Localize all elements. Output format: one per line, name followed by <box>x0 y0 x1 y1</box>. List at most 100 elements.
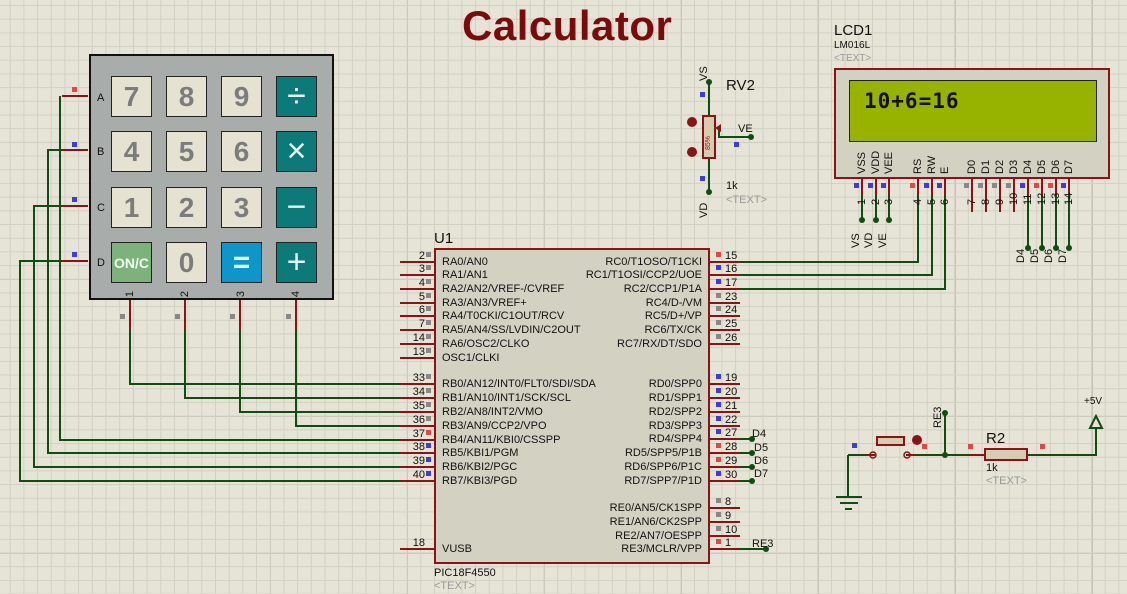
pin-number: 3 <box>418 263 425 275</box>
lcd-pin-name: D1 <box>980 159 992 174</box>
pin-number: 37 <box>412 428 425 440</box>
pin-name: RA5/AN4/SS/LVDIN/C2OUT <box>442 324 581 336</box>
pin-name: RB6/KBI2/PGC <box>442 461 518 473</box>
pin-number: 10 <box>725 524 738 536</box>
pin-name: RE2/AN7/OESPP <box>615 530 702 542</box>
net-label-d5: D5 <box>754 442 769 454</box>
u1-text: <TEXT> <box>434 580 475 592</box>
pin-number: 2 <box>418 250 425 262</box>
pin-name: RB1/AN10/INT1/SCK/SCL <box>442 392 571 404</box>
row-label: D <box>97 257 105 269</box>
pin-name: RC4/D-/VM <box>645 297 702 309</box>
power-arrow-icon <box>1088 413 1104 429</box>
lcd-pin-name: VSS <box>856 151 868 174</box>
pin-name: RA0/AN0 <box>442 256 488 268</box>
pin-name: RB4/AN11/KBI0/CSSPP <box>442 434 561 446</box>
pin-name: RD3/SPP3 <box>648 420 702 432</box>
net-label-ve: VE <box>877 233 889 248</box>
key-multiply[interactable]: × <box>276 131 317 172</box>
net-label-d4: D4 <box>1015 248 1027 263</box>
pin-name: RC7/RX/DT/SDO <box>617 338 702 350</box>
pin-number: 26 <box>725 332 738 344</box>
decrement-icon <box>687 147 697 157</box>
key-divide[interactable]: ÷ <box>276 76 317 117</box>
r2-ref: R2 <box>986 430 1006 447</box>
rv2-value: 1k <box>726 180 738 192</box>
key-on-clear[interactable]: ON/C <box>111 242 152 283</box>
pin-number: 40 <box>412 469 425 481</box>
pin-name: RA1/AN1 <box>442 269 488 281</box>
keypad[interactable]: A B C D 1 2 3 4 7 8 9 ÷ 4 5 6 × 1 2 3 − … <box>89 54 334 300</box>
pin-name: RA3/AN3/VREF+ <box>442 297 527 309</box>
net-label-vd: VD <box>698 202 710 218</box>
lcd-pin-number: 5 <box>926 198 938 205</box>
pin-number: 1 <box>725 537 732 549</box>
lcd-display[interactable]: 10+6=16 <box>834 68 1110 179</box>
pin-number: 14 <box>412 332 425 344</box>
net-label-d7: D7 <box>754 468 769 480</box>
pin-number: 13 <box>412 346 425 358</box>
pin-number: 20 <box>725 386 738 398</box>
u1-part: PIC18F4550 <box>434 567 496 579</box>
key-minus[interactable]: − <box>276 187 317 228</box>
net-label-d6: D6 <box>1043 248 1055 263</box>
pin-state-marker <box>72 197 77 202</box>
lcd-pin-name: RS <box>912 158 924 174</box>
pin-name: RE0/AN5/CK1SPP <box>609 502 702 514</box>
pin-name: OSC1/CLKI <box>442 352 500 364</box>
key-equals[interactable]: = <box>221 242 262 283</box>
net-label-vd: VD <box>863 232 875 248</box>
pin-state-marker <box>120 314 125 319</box>
key-1[interactable]: 1 <box>111 187 152 228</box>
lcd-pin-name: RW <box>926 155 938 174</box>
pin-number: 18 <box>412 537 425 549</box>
rv2-ref: RV2 <box>726 77 755 94</box>
pin-name: RC1/T1OSI/CCP2/UOE <box>585 269 702 281</box>
schematic-title: Calculator <box>462 2 673 49</box>
key-9[interactable]: 9 <box>221 76 262 117</box>
pin-number: 7 <box>418 318 425 330</box>
pin-state-marker <box>72 142 77 147</box>
pin-state-marker <box>230 314 235 319</box>
reset-pushbutton[interactable] <box>865 435 915 460</box>
pin-number: 30 <box>725 469 738 481</box>
pin-name: RB7/KBI3/PGD <box>442 475 518 487</box>
lcd-readout: 10+6=16 <box>864 89 960 113</box>
lcd-screen: 10+6=16 <box>849 80 1097 142</box>
key-0[interactable]: 0 <box>166 242 207 283</box>
net-label-d7: D7 <box>1057 248 1069 263</box>
pin-number: 29 <box>725 455 738 467</box>
net-label-re3: RE3 <box>752 538 774 550</box>
pin-number: 6 <box>418 304 425 316</box>
key-2[interactable]: 2 <box>166 187 207 228</box>
pin-name: RB3/AN9/CCP2/VPO <box>442 420 547 432</box>
key-6[interactable]: 6 <box>221 131 262 172</box>
lcd-pin-name: D6 <box>1050 159 1062 174</box>
lcd-pin-name: D2 <box>994 159 1006 174</box>
pin-name: RD5/SPP5/P1B <box>624 447 702 459</box>
key-8[interactable]: 8 <box>166 76 207 117</box>
key-plus[interactable]: + <box>276 242 317 283</box>
pot-adjust-buttons[interactable] <box>686 115 698 159</box>
pin-state-marker <box>175 314 180 319</box>
pin-name: RA4/T0CKI/C1OUT/RCV <box>442 310 565 322</box>
key-5[interactable]: 5 <box>166 131 207 172</box>
pin-number: 33 <box>412 372 425 384</box>
u1-ref: U1 <box>434 230 454 247</box>
lcd-pin-name: D0 <box>966 159 978 174</box>
lcd-pin-name: VEE <box>883 151 895 174</box>
key-7[interactable]: 7 <box>111 76 152 117</box>
pin-number: 23 <box>725 291 738 303</box>
pin-name: RB0/AN12/INT0/FLT0/SDI/SDA <box>442 378 596 390</box>
pin-number: 24 <box>725 304 738 316</box>
pin-number: 21 <box>725 400 738 412</box>
net-label-re3: RE3 <box>932 406 944 428</box>
lcd-pin-name: D5 <box>1036 159 1048 174</box>
lcd-pin-number: 14 <box>1063 192 1075 205</box>
pin-name: RC0/T1OSO/T1CKI <box>605 256 702 268</box>
pin-name: VUSB <box>442 543 472 555</box>
key-3[interactable]: 3 <box>221 187 262 228</box>
key-4[interactable]: 4 <box>111 131 152 172</box>
pin-name: RD2/SPP2 <box>648 406 702 418</box>
